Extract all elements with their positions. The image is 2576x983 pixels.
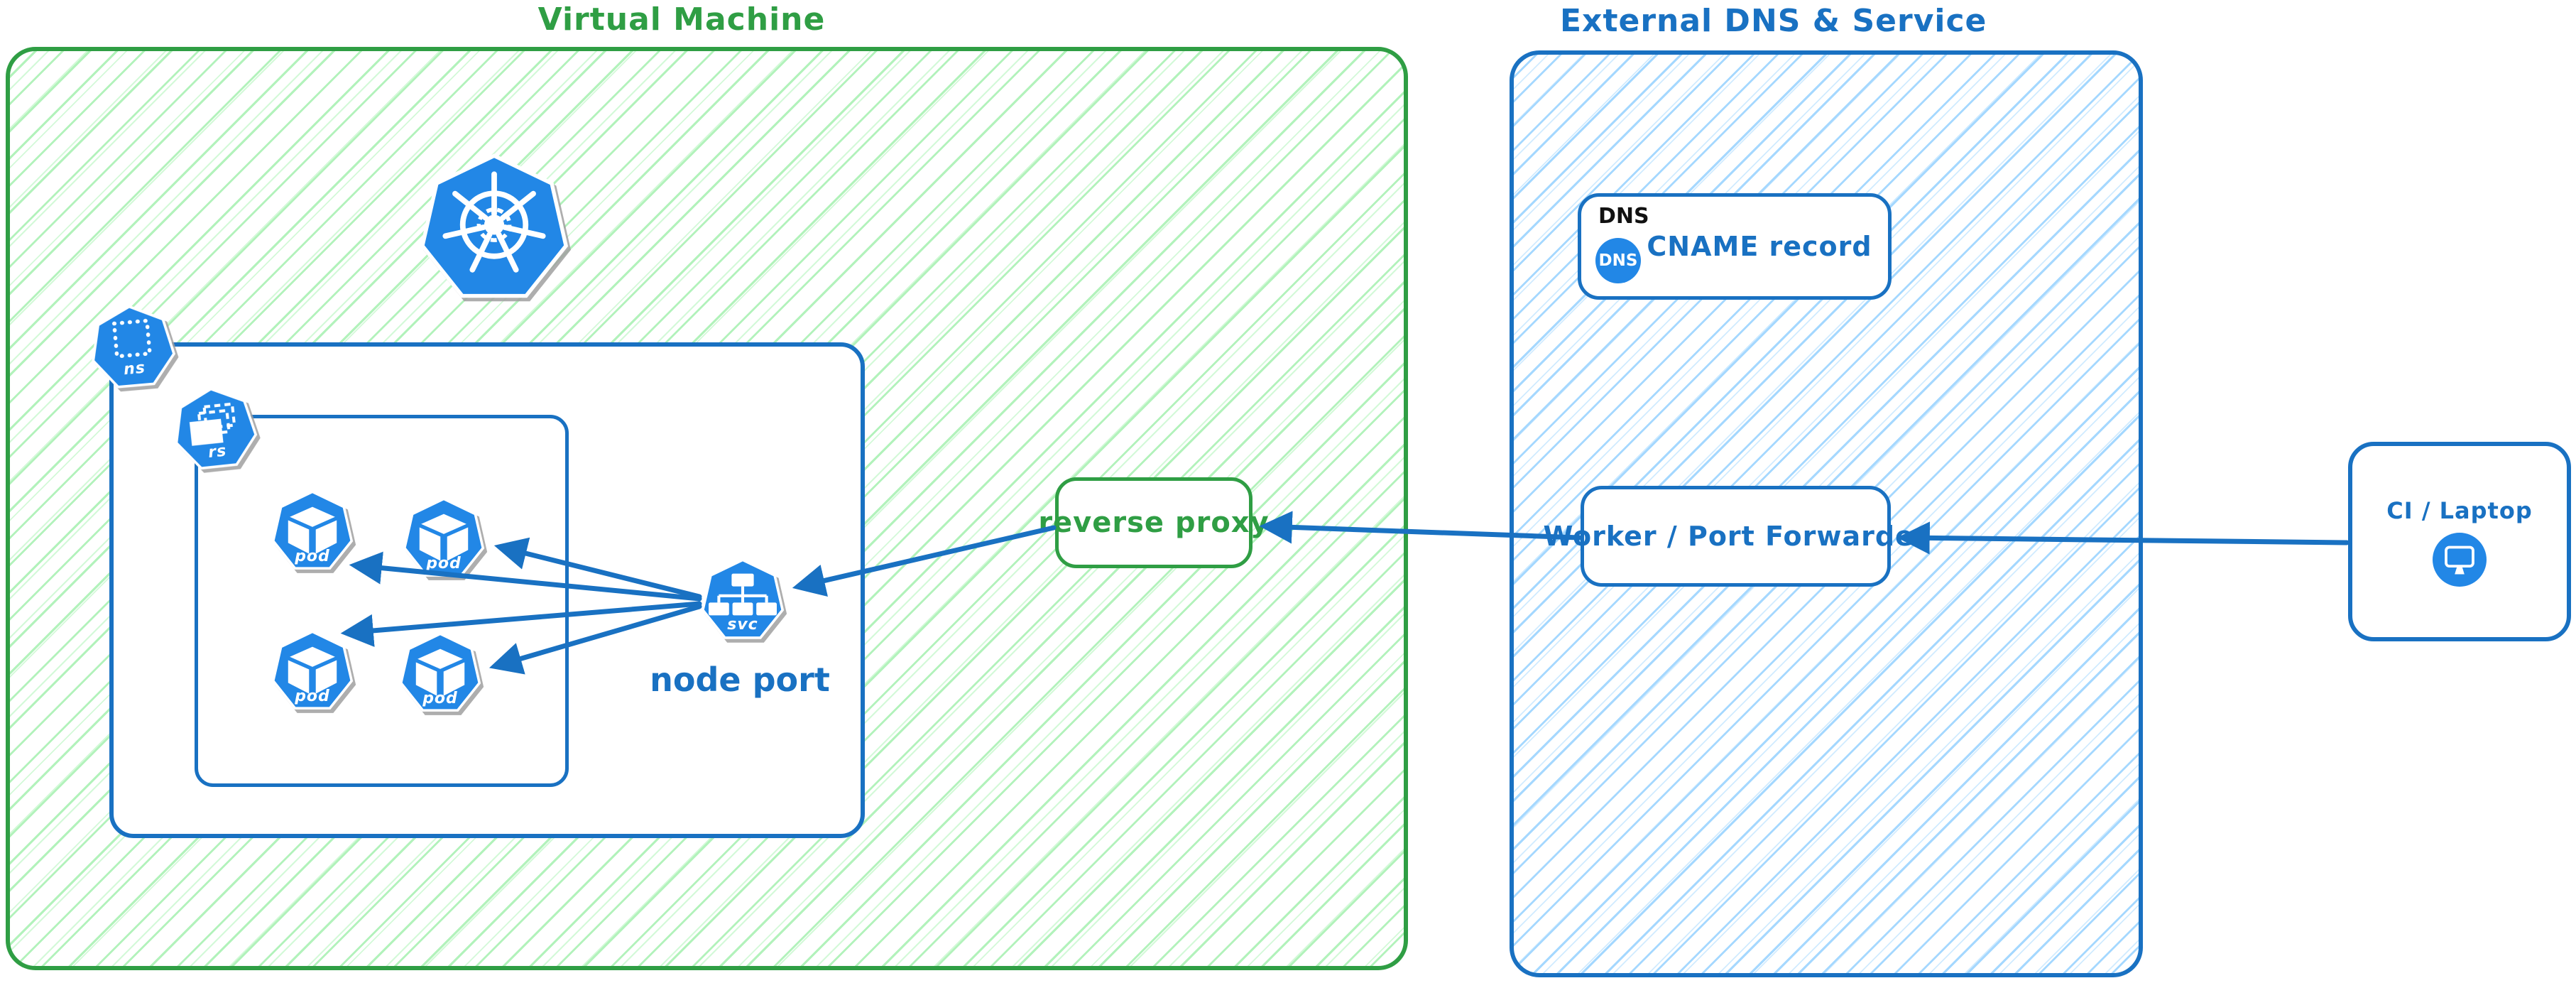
- ci-laptop-label: CI / Laptop: [2386, 496, 2533, 524]
- reverse-proxy-label: reverse proxy: [1038, 506, 1270, 539]
- vm-group-title: Virtual Machine: [537, 1, 826, 38]
- node-port-label: node port: [650, 661, 830, 699]
- worker-port-forwarder-label: Worker / Port Forwarder: [1543, 521, 1928, 552]
- pod-2-icon: pod: [402, 496, 486, 582]
- external-group-title: External DNS & Service: [1560, 3, 1987, 39]
- monitor-icon: [2433, 532, 2487, 587]
- dns-heading: DNS: [1598, 204, 1649, 229]
- service-icon: svc: [700, 557, 785, 645]
- namespace-icon: ns: [86, 300, 180, 396]
- reverse-proxy-box: reverse proxy: [1038, 477, 1269, 568]
- pod-3-icon: pod: [271, 629, 354, 715]
- dns-badge-icon: DNS: [1595, 238, 1641, 283]
- ci-laptop-box: CI / Laptop: [2348, 442, 2571, 641]
- dns-cname-box: DNS DNS CNAME record: [1578, 193, 1892, 300]
- dns-badge-label: DNS: [1598, 251, 1638, 270]
- kubernetes-logo-icon: [417, 149, 571, 310]
- replicaset-icon: rs: [167, 383, 263, 477]
- replicaset-box: [195, 415, 569, 787]
- cname-record-label: CNAME record: [1647, 231, 1872, 262]
- pod-4-icon: pod: [398, 631, 482, 717]
- worker-port-forwarder-box: Worker / Port Forwarder: [1543, 486, 1928, 587]
- pod-1-icon: pod: [271, 489, 354, 575]
